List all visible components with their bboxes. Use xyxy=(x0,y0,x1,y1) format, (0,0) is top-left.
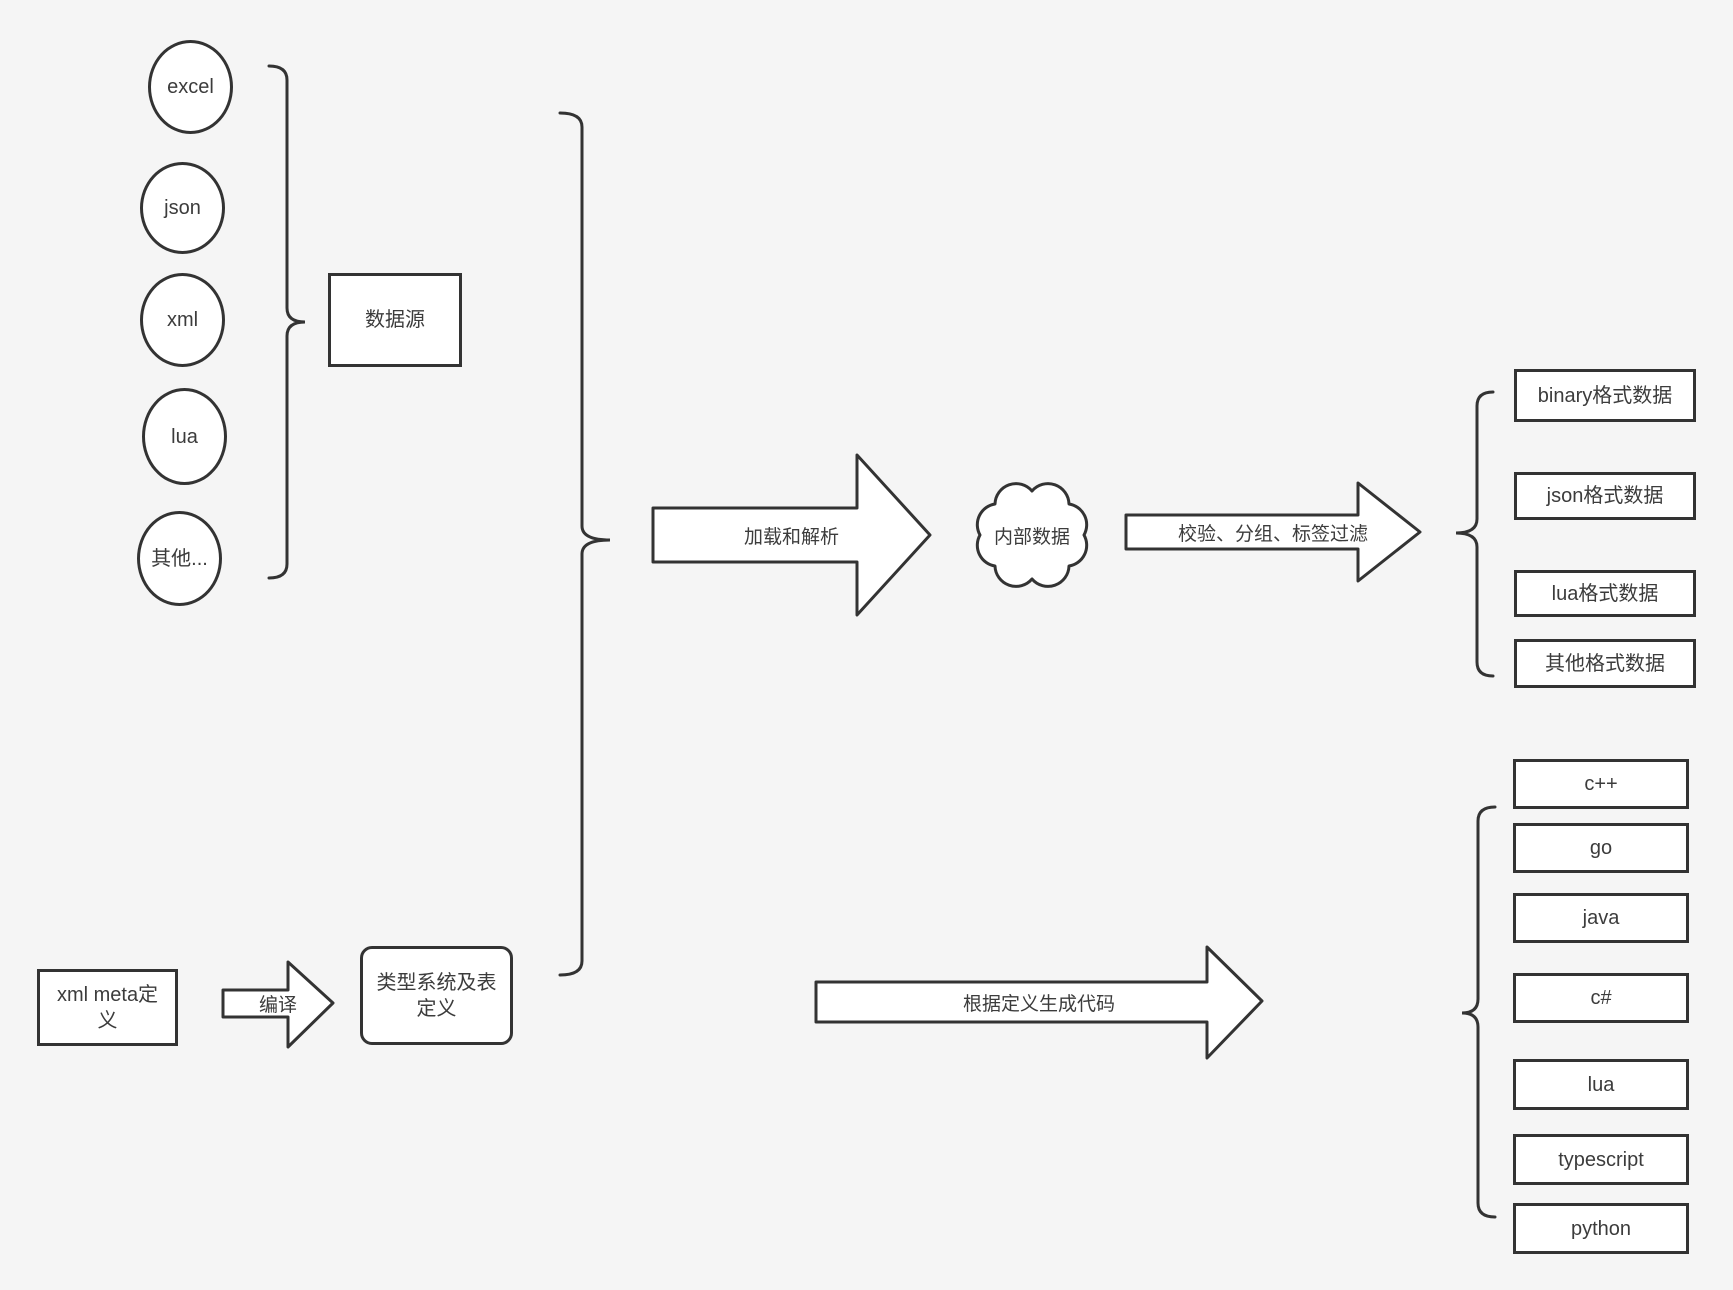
format-box-label: 其他格式数据 xyxy=(1545,652,1665,675)
language-box-cpp: c++ xyxy=(1513,759,1689,809)
language-box-typescript: typescript xyxy=(1513,1134,1689,1185)
language-box-java: java xyxy=(1513,893,1689,943)
input-stage-brace xyxy=(558,111,611,977)
source-node-label: excel xyxy=(167,76,214,98)
load-parse-arrow xyxy=(651,453,932,617)
xml-meta-box: xml meta定义 xyxy=(37,969,178,1046)
generate-code-arrow-label: 根据定义生成代码 xyxy=(962,993,1115,1015)
format-box-label: lua格式数据 xyxy=(1551,582,1659,605)
source-node-label: lua xyxy=(171,425,198,448)
format-box-lua: lua格式数据 xyxy=(1514,570,1696,617)
internal-data-label: 内部数据 xyxy=(993,526,1070,548)
type-system-box: 类型系统及表定义 xyxy=(360,946,513,1045)
source-node-excel: excel xyxy=(148,40,233,134)
language-box-label: c++ xyxy=(1584,773,1618,795)
data-source-box: 数据源 xyxy=(328,273,462,367)
language-box-go: go xyxy=(1513,823,1689,873)
type-system-label: 类型系统及表定义 xyxy=(376,971,497,1020)
sources-brace xyxy=(267,64,306,580)
compile-arrow-label: 编译 xyxy=(258,995,297,1016)
language-box-label: go xyxy=(1589,837,1613,859)
source-node-json: json xyxy=(140,162,225,254)
format-box-label: binary格式数据 xyxy=(1537,384,1673,407)
language-box-label: java xyxy=(1582,907,1620,929)
compile-arrow xyxy=(221,960,335,1049)
source-node-other: 其他... xyxy=(137,511,222,606)
language-box-python: python xyxy=(1513,1203,1689,1254)
source-node-lua: lua xyxy=(142,388,227,485)
format-box-label: json格式数据 xyxy=(1546,485,1664,507)
language-box-label: c# xyxy=(1590,987,1612,1009)
language-box-lua: lua xyxy=(1513,1059,1689,1110)
language-box-label: typescript xyxy=(1558,1148,1644,1171)
format-box-binary: binary格式数据 xyxy=(1514,369,1696,422)
load-parse-arrow-label: 加载和解析 xyxy=(743,526,839,548)
format-box-json: json格式数据 xyxy=(1514,472,1696,520)
languages-brace xyxy=(1461,805,1497,1219)
format-box-other: 其他格式数据 xyxy=(1514,639,1696,688)
data-formats-brace xyxy=(1455,390,1495,678)
source-node-xml: xml xyxy=(140,273,225,367)
internal-data-cloud xyxy=(975,482,1089,588)
source-node-label: json xyxy=(164,197,201,219)
source-node-label: xml xyxy=(166,309,199,331)
data-source-label: 数据源 xyxy=(365,309,425,331)
source-node-label: 其他... xyxy=(151,547,208,570)
generate-code-arrow xyxy=(814,945,1264,1060)
language-box-csharp: c# xyxy=(1513,973,1689,1023)
language-box-label: lua xyxy=(1587,1073,1615,1096)
filter-arrow xyxy=(1124,481,1422,583)
filter-arrow-label: 校验、分组、标签过滤 xyxy=(1177,523,1368,545)
xml-meta-label: xml meta定义 xyxy=(56,983,159,1032)
language-box-label: python xyxy=(1570,1217,1632,1240)
